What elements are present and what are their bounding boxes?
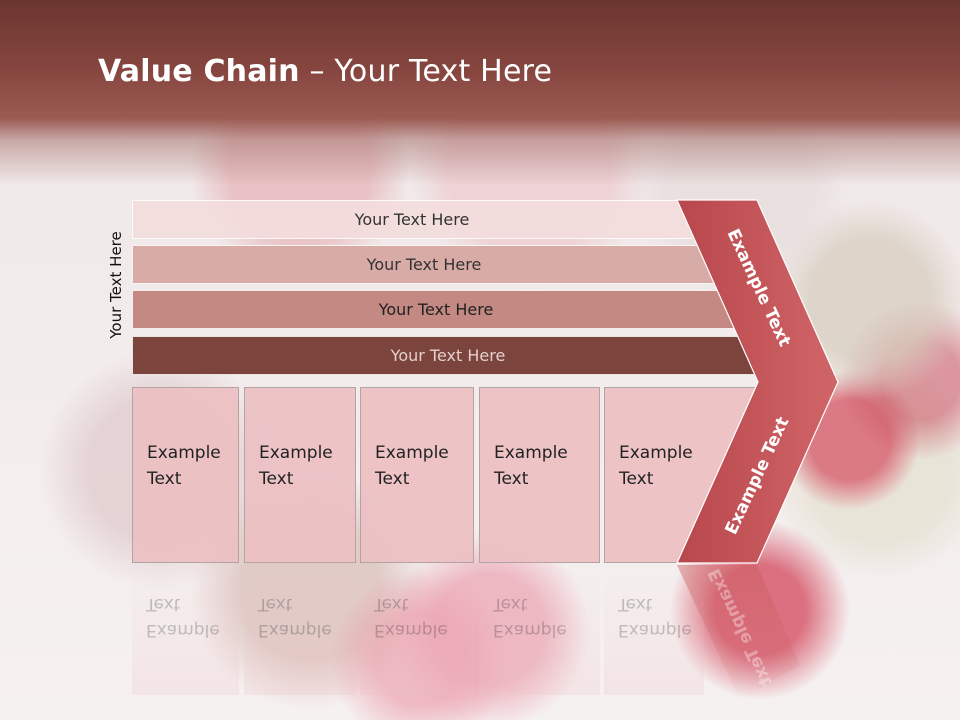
- vertical-label: Your Text Here: [101, 220, 131, 350]
- activity-box-3-line1: Example: [375, 443, 449, 463]
- chain-bar-1-label: Your Text Here: [354, 210, 470, 229]
- activity-box-2-line2: Text: [259, 469, 294, 489]
- chain-bar-2: Your Text Here: [132, 245, 716, 284]
- title-rest: – Your Text Here: [299, 54, 553, 89]
- activity-box-5-line1: Example: [619, 443, 693, 463]
- activity-box-1-line1: Example: [147, 443, 221, 463]
- activity-box-1-line2: Text: [147, 469, 182, 489]
- slide-title: Value Chain – Your Text Here: [98, 54, 552, 89]
- chain-bar-3-label: Your Text Here: [378, 300, 494, 319]
- activity-box-5-line2: Text: [619, 469, 654, 489]
- chain-bar-4-label: Your Text Here: [390, 346, 506, 365]
- activity-box-2-line1: Example: [259, 443, 333, 463]
- chain-bar-2-label: Your Text Here: [366, 255, 482, 274]
- activity-box-4-line2: Text: [494, 469, 529, 489]
- vertical-label-text: Your Text Here: [107, 231, 125, 339]
- chain-bar-3: Your Text Here: [132, 290, 740, 329]
- activity-box-3-line2: Text: [375, 469, 410, 489]
- header-band: [0, 0, 960, 185]
- chain-bar-4: Your Text Here: [132, 336, 764, 375]
- chain-bar-1: Your Text Here: [132, 200, 692, 239]
- title-bold: Value Chain: [98, 54, 300, 89]
- activity-box-4-line1: Example: [494, 443, 568, 463]
